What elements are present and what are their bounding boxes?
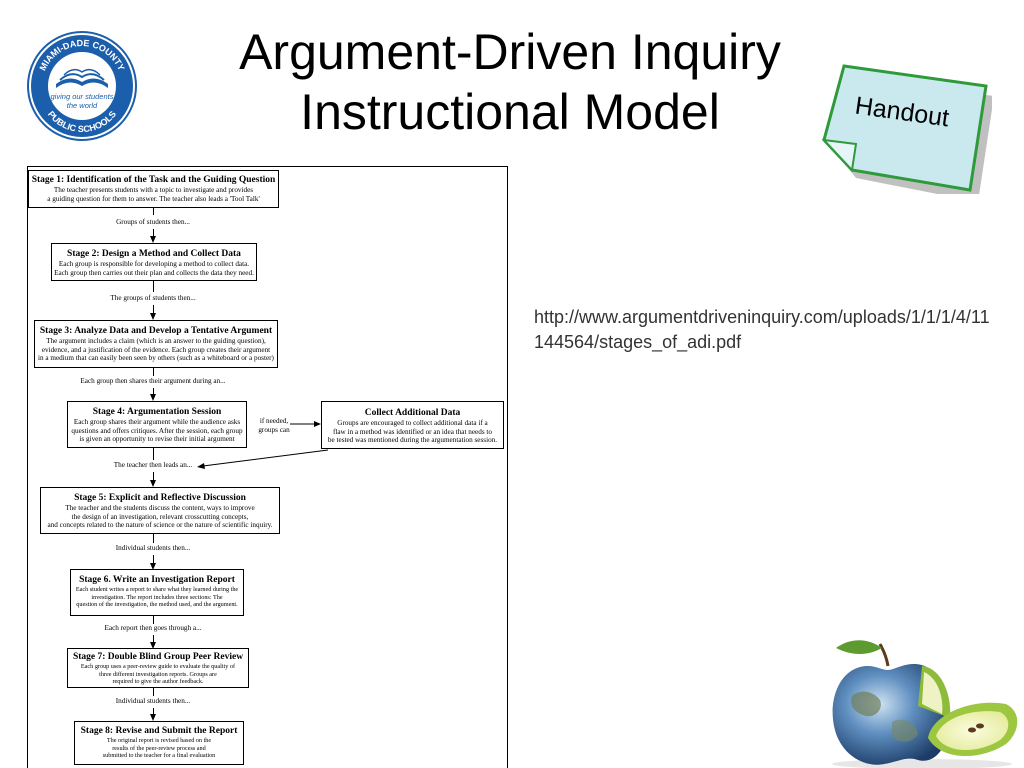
stage-7-box: Stage 7: Double Blind Group Peer Review … xyxy=(67,648,249,688)
arrow-2b-line xyxy=(153,305,154,314)
stage-4-line-2: questions and offers critiques. After th… xyxy=(71,426,243,435)
stage-3-line-2: evidence, and a justification of the evi… xyxy=(41,345,271,354)
stage-4-line-1: Each group shares their argument while t… xyxy=(73,418,241,426)
side-connector-line-2: groups can xyxy=(258,426,290,434)
sticky-note-icon xyxy=(822,64,992,194)
slide-title-line-1: Argument-Driven Inquiry xyxy=(239,24,781,80)
arrow-2-line xyxy=(153,281,154,292)
connector-3: Each group then shares their argument du… xyxy=(80,377,226,385)
stage-7-line-2: three different investigation reports. G… xyxy=(99,670,217,678)
stage-8-box: Stage 8: Revise and Submit the Report Th… xyxy=(74,721,244,765)
stage-3-line-3: in a medium that can easily been seen by… xyxy=(38,354,274,363)
stage-5-line-3: and concepts related to the nature of sc… xyxy=(47,521,273,530)
connector-6: Each report then goes through a... xyxy=(104,624,202,632)
arrow-3-head xyxy=(150,394,156,401)
stage-8-line-1: The original report is revised based on … xyxy=(106,737,212,744)
arrow-3b-line xyxy=(153,388,154,395)
stage-1-title: Stage 1: Identification of the Task and … xyxy=(31,175,276,185)
stage-3-line-1: The argument includes a claim (which is … xyxy=(46,337,266,345)
stage-6-title: Stage 6. Write an Investigation Report xyxy=(79,575,235,585)
side-connector-text: if needed, groups can xyxy=(250,417,298,435)
collect-data-title: Collect Additional Data xyxy=(364,408,461,418)
arrow-7-head xyxy=(150,714,156,721)
logo-motto-line-2: the world xyxy=(67,101,98,110)
stage-6-line-2: investigation. The report includes three… xyxy=(91,593,223,601)
stage-7-title: Stage 7: Double Blind Group Peer Review xyxy=(72,652,244,662)
stage-3-title: Stage 3: Analyze Data and Develop a Tent… xyxy=(39,326,273,336)
arrow-6-head xyxy=(150,642,156,649)
stage-2-box: Stage 2: Design a Method and Collect Dat… xyxy=(51,243,257,281)
arrow-5-head xyxy=(150,563,156,570)
arrow-6b-line xyxy=(153,635,154,643)
stage-8-line-2: results of the peer-review process and xyxy=(112,744,206,752)
stage-4-line-3: is given an opportunity to revise their … xyxy=(79,435,235,444)
stage-5-title: Stage 5: Explicit and Reflective Discuss… xyxy=(74,493,246,503)
school-district-logo: MIAMI-DADE COUNTY PUBLIC SCHOOLS giving … xyxy=(27,31,137,141)
stage-5-line-2: the design of an investigation, relevant… xyxy=(71,512,249,521)
arrow-3-line xyxy=(153,368,154,376)
collect-data-line-3: be tested was mentioned during the argum… xyxy=(327,436,498,445)
stage-8-line-3: submitted to the teacher for a final eva… xyxy=(102,752,216,760)
stage-2-line-2: Each group then carries out their plan a… xyxy=(54,268,254,277)
stage-1-box: Stage 1: Identification of the Task and … xyxy=(28,170,279,208)
arrow-4-line xyxy=(153,448,154,460)
stage-7-line-1: Each group uses a peer-review guide to e… xyxy=(80,663,236,670)
arrow-1-head xyxy=(150,236,156,243)
arrow-4b-line xyxy=(153,472,154,481)
logo-motto-line-1: giving our students xyxy=(51,92,114,101)
connector-2: The groups of students then... xyxy=(110,294,196,302)
arrow-1-line xyxy=(153,208,154,215)
arrow-7-line xyxy=(153,688,154,696)
earth-apple-image xyxy=(832,640,1018,768)
handout-note: Handout xyxy=(822,64,992,194)
collect-data-line-1: Groups are encouraged to collect additio… xyxy=(337,419,488,427)
arrow-5-line xyxy=(153,534,154,543)
arrow-6-line xyxy=(153,616,154,624)
collect-data-line-2: flaw in a method was identified or an id… xyxy=(332,427,493,436)
connector-4: The teacher then leads an... xyxy=(113,461,193,469)
slide-title: Argument-Driven Inquiry Instructional Mo… xyxy=(170,22,850,142)
collect-data-box: Collect Additional Data Groups are encou… xyxy=(321,401,504,449)
stage-4-title: Stage 4: Argumentation Session xyxy=(92,407,222,417)
stage-7-line-3: required to give the author feedback. xyxy=(112,678,204,686)
arrow-7b-line xyxy=(153,708,154,715)
stage-6-line-3: question of the investigation, the metho… xyxy=(76,601,238,609)
connector-7: Individual students then... xyxy=(115,697,191,705)
stage-3-box: Stage 3: Analyze Data and Develop a Tent… xyxy=(34,320,278,368)
side-arrows xyxy=(197,421,329,469)
source-url[interactable]: http://www.argumentdriveninquiry.com/upl… xyxy=(534,307,990,352)
arrow-2-head xyxy=(150,313,156,320)
stage-5-line-1: The teacher and the students discuss the… xyxy=(65,504,255,512)
book-icon xyxy=(56,68,108,88)
slide-title-line-2: Instructional Model xyxy=(300,84,720,140)
stage-2-title: Stage 2: Design a Method and Collect Dat… xyxy=(67,249,241,259)
arrow-4-head xyxy=(150,480,156,487)
connector-5: Individual students then... xyxy=(115,544,191,552)
stage-8-title: Stage 8: Revise and Submit the Report xyxy=(80,726,238,736)
stage-1-line-1: The teacher presents students with a top… xyxy=(53,186,254,194)
arrow-5b-line xyxy=(153,555,154,564)
adi-flowchart: Stage 1: Identification of the Task and … xyxy=(27,166,508,768)
stage-1-line-2: a guiding question for them to answer. T… xyxy=(47,194,260,203)
stage-6-box: Stage 6. Write an Investigation Report E… xyxy=(70,569,244,616)
stage-5-box: Stage 5: Explicit and Reflective Discuss… xyxy=(40,487,280,534)
connector-1: Groups of students then... xyxy=(116,218,190,226)
stage-2-line-1: Each group is responsible for developing… xyxy=(58,260,250,268)
side-connector-line-1: if needed, xyxy=(259,417,289,425)
arrow-1b-line xyxy=(153,229,154,237)
stage-6-line-1: Each student writes a report to share wh… xyxy=(75,586,239,593)
stage-4-box: Stage 4: Argumentation Session Each grou… xyxy=(67,401,247,448)
